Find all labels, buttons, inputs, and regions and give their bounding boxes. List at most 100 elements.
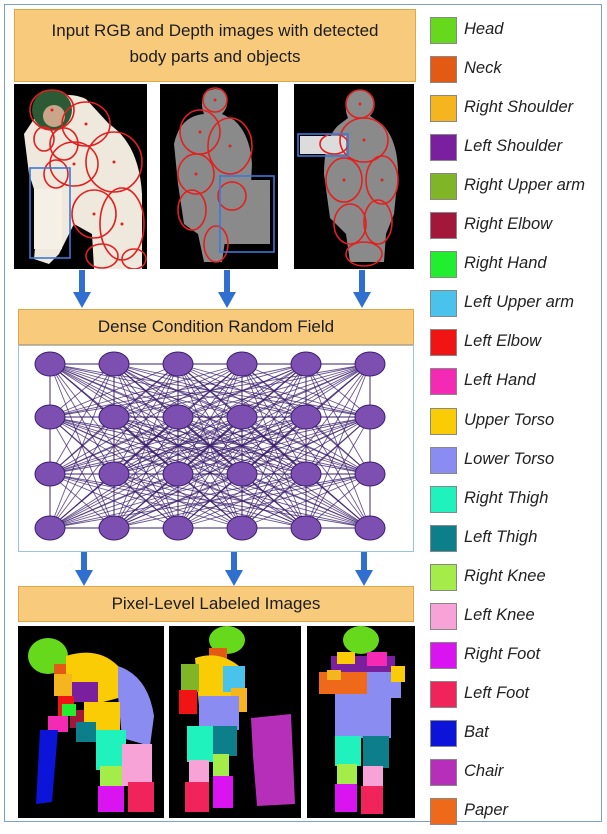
crf-node — [35, 352, 65, 376]
crf-node — [355, 405, 385, 429]
down-arrow-icon — [225, 552, 243, 586]
crf-node — [163, 462, 193, 486]
legend-swatch — [430, 173, 457, 200]
legend-item: Neck — [430, 56, 607, 92]
legend-label: Head — [464, 20, 503, 39]
crf-node — [35, 405, 65, 429]
legend-label: Right Thigh — [464, 489, 548, 508]
legend-item: Right Shoulder — [430, 95, 607, 131]
labeled-image-paper — [307, 626, 415, 818]
crf-node — [99, 516, 129, 540]
crf-node — [291, 352, 321, 376]
legend-item: Left Upper arm — [430, 290, 607, 326]
legend-swatch — [430, 681, 457, 708]
crf-node — [291, 462, 321, 486]
legend-item: Right Upper arm — [430, 173, 607, 209]
crf-node — [163, 405, 193, 429]
legend-swatch — [430, 447, 457, 474]
legend-swatch — [430, 564, 457, 591]
legend-swatch — [430, 134, 457, 161]
down-arrow-icon — [73, 270, 91, 308]
legend-label: Neck — [464, 59, 502, 78]
legend-item: Left Shoulder — [430, 134, 607, 170]
crf-node — [355, 352, 385, 376]
legend-label: Left Elbow — [464, 332, 541, 351]
legend-item: Bat — [430, 720, 607, 756]
crf-node — [99, 352, 129, 376]
labeled-image-chair — [169, 626, 301, 818]
legend-label: Left Upper arm — [464, 293, 574, 312]
legend-label: Left Thigh — [464, 528, 537, 547]
legend-label: Left Hand — [464, 371, 536, 390]
legend-label: Right Foot — [464, 645, 540, 664]
legend-swatch — [430, 251, 457, 278]
legend-item: Right Thigh — [430, 486, 607, 522]
legend-item: Left Elbow — [430, 329, 607, 365]
legend-swatch — [430, 525, 457, 552]
legend-label: Chair — [464, 762, 503, 781]
crf-stage-title: Dense Condition Random Field — [19, 317, 413, 337]
legend-swatch — [430, 212, 457, 239]
legend-label: Left Shoulder — [464, 137, 562, 156]
legend-item: Head — [430, 17, 607, 53]
legend-swatch — [430, 759, 457, 786]
crf-node — [99, 462, 129, 486]
legend-item: Paper — [430, 798, 607, 834]
legend-swatch — [430, 95, 457, 122]
crf-node — [291, 516, 321, 540]
input-image-paper — [294, 84, 414, 269]
legend-item: Right Hand — [430, 251, 607, 287]
down-arrow-icon — [75, 552, 93, 586]
input-image-chair — [160, 84, 278, 269]
legend-swatch — [430, 329, 457, 356]
legend-label: Left Knee — [464, 606, 535, 625]
crf-stage-banner: Dense Condition Random Field — [18, 309, 414, 345]
crf-node — [99, 405, 129, 429]
legend-item: Upper Torso — [430, 408, 607, 444]
crf-node — [227, 405, 257, 429]
legend-label: Lower Torso — [464, 450, 554, 469]
crf-node — [227, 462, 257, 486]
crf-node — [355, 462, 385, 486]
output-stage-banner: Pixel-Level Labeled Images — [18, 586, 414, 622]
legend-item: Left Knee — [430, 603, 607, 639]
legend-label: Right Elbow — [464, 215, 552, 234]
legend-swatch — [430, 17, 457, 44]
legend-item: Chair — [430, 759, 607, 795]
legend-swatch — [430, 603, 457, 630]
legend-item: Lower Torso — [430, 447, 607, 483]
legend-item: Right Elbow — [430, 212, 607, 248]
labeled-image-batter — [18, 626, 164, 818]
legend-swatch — [430, 56, 457, 83]
legend-swatch — [430, 368, 457, 395]
crf-graph-canvas — [19, 346, 413, 551]
legend-swatch — [430, 486, 457, 513]
legend-label: Upper Torso — [464, 411, 554, 430]
legend-item: Left Hand — [430, 368, 607, 404]
output-stage-title: Pixel-Level Labeled Images — [19, 594, 413, 614]
down-arrow-icon — [218, 270, 236, 308]
crf-node — [163, 516, 193, 540]
legend-item: Left Foot — [430, 681, 607, 717]
crf-node — [35, 516, 65, 540]
crf-node — [355, 516, 385, 540]
legend-swatch — [430, 642, 457, 669]
legend-label: Left Foot — [464, 684, 529, 703]
input-image-batter — [14, 84, 147, 269]
legend-label: Right Knee — [464, 567, 546, 586]
crf-node — [227, 352, 257, 376]
legend-item: Right Knee — [430, 564, 607, 600]
legend-label: Right Shoulder — [464, 98, 573, 117]
legend-swatch — [430, 290, 457, 317]
input-stage-title-line2: body parts and objects — [15, 47, 415, 67]
legend-label: Right Hand — [464, 254, 547, 273]
down-arrow-icon — [353, 270, 371, 308]
legend-swatch — [430, 720, 457, 747]
crf-node — [227, 516, 257, 540]
crf-graph — [18, 345, 414, 552]
legend-label: Paper — [464, 801, 508, 820]
crf-node — [291, 405, 321, 429]
down-arrow-icon — [355, 552, 373, 586]
legend-label: Bat — [464, 723, 489, 742]
crf-node — [35, 462, 65, 486]
